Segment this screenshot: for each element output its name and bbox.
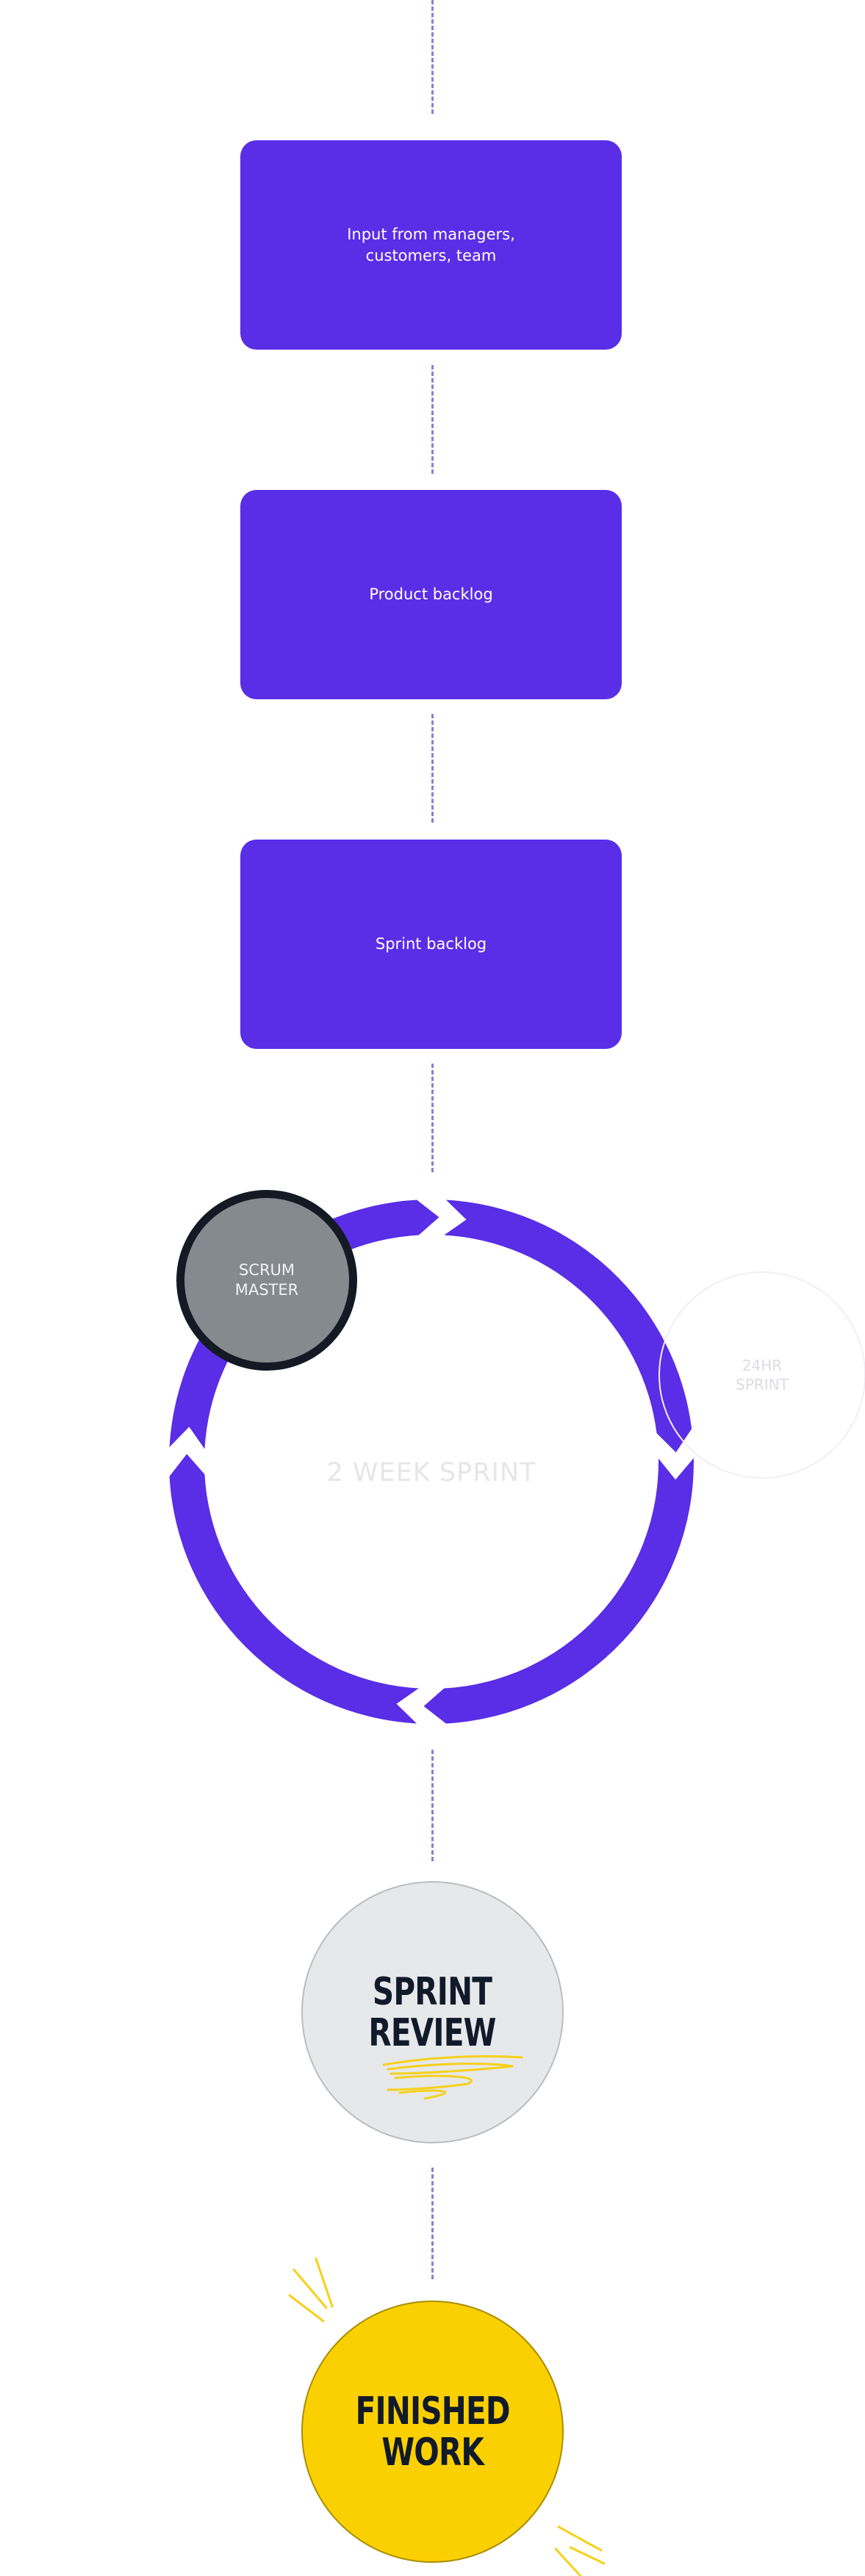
finished-work-circle: FINISHED WORK bbox=[301, 2301, 564, 2563]
sprint-backlog-label: Sprint backlog bbox=[375, 935, 487, 953]
connector-input-to-product bbox=[431, 365, 434, 474]
product-backlog-box: Product backlog bbox=[240, 490, 622, 699]
daily-sprint-label: 24HR SPRINT bbox=[736, 1357, 789, 1393]
sprint-review-label: SPRINT REVIEW bbox=[368, 1969, 497, 2055]
sprint-review-circle: SPRINT REVIEW bbox=[301, 1881, 564, 2143]
connector-review-to-finished bbox=[431, 2168, 434, 2279]
ring-arc-top-right bbox=[444, 1199, 692, 1453]
scrum-master-label: SCRUM MASTER bbox=[234, 1261, 299, 1299]
connector-sprint-to-cycle bbox=[431, 1064, 434, 1172]
connector-cycle-to-review bbox=[431, 1750, 434, 1861]
input-box-label: Input from managers, customers, team bbox=[347, 225, 515, 264]
scrum-master-circle: SCRUM MASTER bbox=[176, 1190, 357, 1371]
ring-arc-bottom-right bbox=[423, 1458, 694, 1724]
connector-top bbox=[431, 0, 434, 114]
product-backlog-label: Product backlog bbox=[369, 585, 493, 603]
connector-product-to-sprint bbox=[431, 714, 434, 823]
sprint-backlog-box: Sprint backlog bbox=[240, 840, 622, 1049]
finished-work-label: FINISHED WORK bbox=[355, 2389, 510, 2475]
ring-arc-bottom-left bbox=[169, 1454, 419, 1724]
scribble-underline-icon bbox=[382, 2054, 523, 2100]
two-week-sprint-label: 2 WEEK SPRINT bbox=[326, 1458, 536, 1487]
input-box: Input from managers, customers, team bbox=[240, 140, 622, 350]
